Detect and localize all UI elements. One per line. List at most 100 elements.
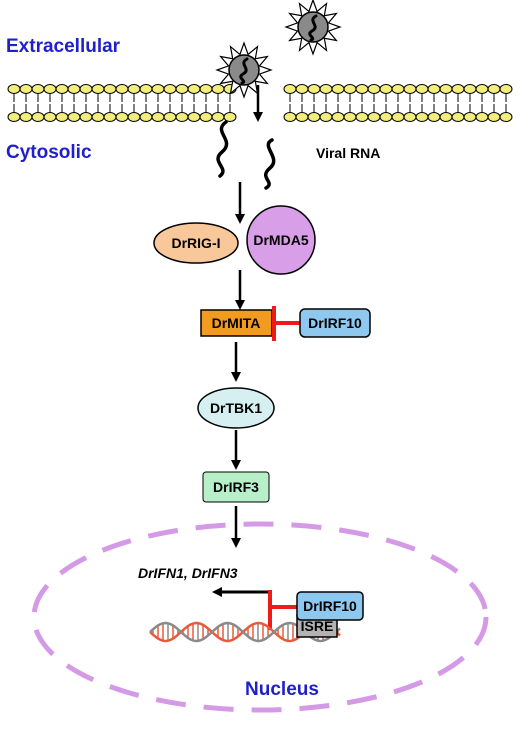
lipid-head: [499, 84, 513, 94]
lipid-head: [199, 84, 213, 94]
lipid-head: [403, 84, 417, 94]
isre-label: ISRE: [301, 618, 334, 634]
interferon-genes-label: DrIFN1, DrIFN3: [138, 565, 238, 581]
lipid-head: [319, 84, 333, 94]
lipid-head: [7, 84, 21, 94]
lipid-head: [451, 84, 465, 94]
lipid-head: [463, 112, 477, 122]
drifn1-gene: DrIFN1: [138, 565, 184, 581]
lipid-head: [175, 112, 189, 122]
virus-particle-icon: [284, 0, 342, 56]
drirf10-nuclear-node: [296, 591, 364, 621]
drmita-node: [200, 309, 273, 337]
lipid-head: [283, 112, 297, 122]
lipid-head: [295, 112, 309, 122]
virus-genome: [239, 57, 249, 85]
nucleus-envelope: [31, 521, 489, 713]
drirf10-cytosolic-label: DrIRF10: [308, 315, 362, 331]
lipid-head: [211, 84, 225, 94]
lipid-head: [367, 84, 381, 94]
lipid-head: [115, 84, 129, 94]
lipid-head: [163, 112, 177, 122]
lipid-head: [319, 112, 333, 122]
lipid-head: [91, 84, 105, 94]
lipid-head: [103, 84, 117, 94]
lipid-head: [55, 112, 69, 122]
nucleus-label: Nucleus: [245, 679, 319, 700]
lipid-head: [499, 112, 513, 122]
lipid-head: [43, 84, 57, 94]
drtbk1-label: DrTBK1: [210, 400, 262, 416]
lipid-head: [415, 84, 429, 94]
lipid-head: [7, 112, 21, 122]
lipid-head: [439, 112, 453, 122]
virus-genome: [308, 14, 318, 42]
gene-separator: ,: [183, 565, 192, 581]
drirf3-label: DrIRF3: [213, 479, 259, 495]
lipid-head: [451, 112, 465, 122]
lipid-head: [463, 84, 477, 94]
virus-capsid: [228, 54, 260, 86]
lipid-head: [199, 112, 213, 122]
lipid-head: [139, 84, 153, 94]
lipid-head: [367, 112, 381, 122]
lipid-head: [379, 112, 393, 122]
lipid-head: [211, 112, 225, 122]
viral-rna-label: Viral RNA: [316, 145, 380, 161]
lipid-head: [175, 84, 189, 94]
lipid-head: [427, 112, 441, 122]
lipid-head: [43, 112, 57, 122]
lipid-head: [331, 84, 345, 94]
lipid-head: [127, 84, 141, 94]
lipid-head: [415, 112, 429, 122]
lipid-head: [187, 84, 201, 94]
drmita-label: DrMITA: [212, 315, 261, 331]
lipid-head: [31, 84, 45, 94]
lipid-head: [307, 112, 321, 122]
lipid-head: [379, 84, 393, 94]
lipid-head: [403, 112, 417, 122]
lipid-head: [103, 112, 117, 122]
lipid-head: [343, 84, 357, 94]
lipid-head: [487, 112, 501, 122]
lipid-head: [79, 84, 93, 94]
lipid-head: [475, 84, 489, 94]
virus-particle-icon: [215, 41, 273, 99]
lipid-head: [391, 84, 405, 94]
cell-membrane: [7, 84, 513, 122]
drirf10-cytosolic-node: [299, 308, 371, 338]
drirf3-node: [202, 471, 270, 503]
lipid-head: [187, 112, 201, 122]
lipid-head: [427, 84, 441, 94]
drrig-i-node: [153, 222, 239, 264]
lipid-head: [139, 112, 153, 122]
lipid-head: [391, 112, 405, 122]
lipid-head: [295, 84, 309, 94]
cytosolic-label: Cytosolic: [6, 142, 92, 163]
lipid-head: [79, 112, 93, 122]
lipid-head: [151, 84, 165, 94]
lipid-head: [223, 112, 237, 122]
lipid-head: [439, 84, 453, 94]
drrig-i-label: DrRIG-I: [172, 235, 221, 251]
lipid-head: [67, 112, 81, 122]
lipid-head: [31, 112, 45, 122]
lipid-head: [151, 112, 165, 122]
viral-rna-strand-icon: [216, 120, 229, 178]
drmda5-label: DrMDA5: [253, 232, 308, 248]
lipid-head: [487, 84, 501, 94]
viral-rna-strand-icon: [263, 138, 276, 190]
lipid-head: [163, 84, 177, 94]
lipid-head: [475, 112, 489, 122]
lipid-head: [127, 112, 141, 122]
lipid-head: [55, 84, 69, 94]
lipid-head: [343, 112, 357, 122]
lipid-head: [115, 112, 129, 122]
drmda5-node: [246, 205, 316, 275]
lipid-head: [67, 84, 81, 94]
lipid-head: [307, 84, 321, 94]
lipid-head: [355, 84, 369, 94]
lipid-head: [91, 112, 105, 122]
lipid-head: [283, 84, 297, 94]
